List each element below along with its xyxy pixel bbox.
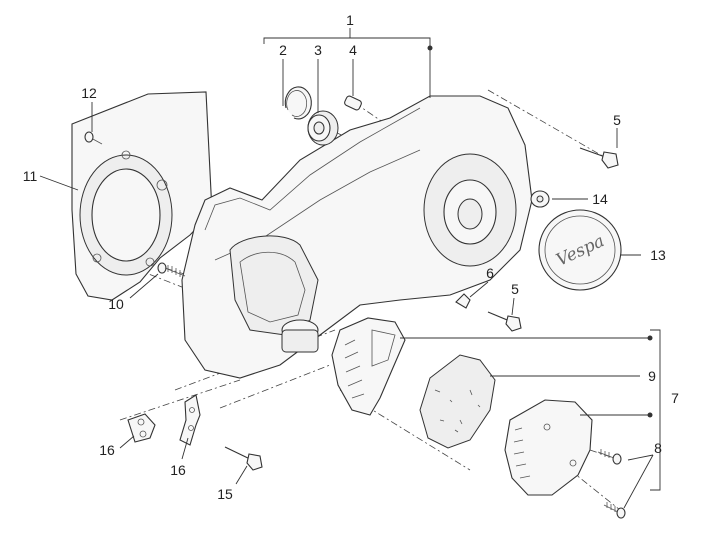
callout-11: 11 [23, 168, 38, 184]
callout-3: 3 [314, 42, 322, 58]
callout-4: 4 [349, 42, 357, 58]
callout-16-right: 16 [170, 462, 186, 478]
bearing-icon [307, 110, 339, 146]
callout-7: 7 [671, 390, 679, 406]
callout-10: 10 [108, 296, 124, 312]
callout-5-upper: 5 [613, 112, 621, 128]
air-intake-outer-cover-icon [504, 399, 593, 496]
callout-15: 15 [217, 486, 233, 502]
callout-14: 14 [592, 191, 608, 207]
air-intake-housing-icon [331, 317, 406, 416]
callout-1: 1 [346, 12, 354, 28]
callout-13: 13 [650, 247, 666, 263]
callout-9: 9 [648, 368, 656, 384]
dowel-pin-icon [344, 95, 362, 111]
bolt-icon-upper [579, 147, 619, 169]
circlip-icon [284, 86, 312, 120]
screw-icon-8-upper [597, 449, 622, 465]
bracket-icon-left [127, 413, 156, 443]
nut-icon [530, 190, 550, 208]
callout-6: 6 [486, 265, 494, 281]
callout-5-lower: 5 [511, 281, 519, 297]
callout-12: 12 [81, 85, 97, 101]
bracket-icon-right [179, 394, 201, 446]
clip-icon [455, 293, 471, 309]
filter-foam-icon [419, 354, 496, 449]
screw-icon-8-lower [603, 502, 626, 519]
screw-icon-10 [157, 262, 186, 277]
bolt-icon-15 [224, 446, 263, 471]
callout-8: 8 [654, 440, 662, 456]
transmission-cover-icon [181, 95, 533, 379]
callout-2: 2 [279, 42, 287, 58]
leader-lines [39, 28, 661, 509]
gasket-plate-icon [71, 91, 213, 301]
callout-16-left: 16 [99, 442, 115, 458]
bolt-icon-lower [487, 311, 522, 332]
screw-icon-12 [84, 131, 103, 145]
vespa-emblem-cover-icon: Vespa [538, 209, 622, 291]
callout-labels: 1 2 3 4 5 14 13 6 5 12 11 10 9 7 8 16 16… [23, 12, 679, 502]
